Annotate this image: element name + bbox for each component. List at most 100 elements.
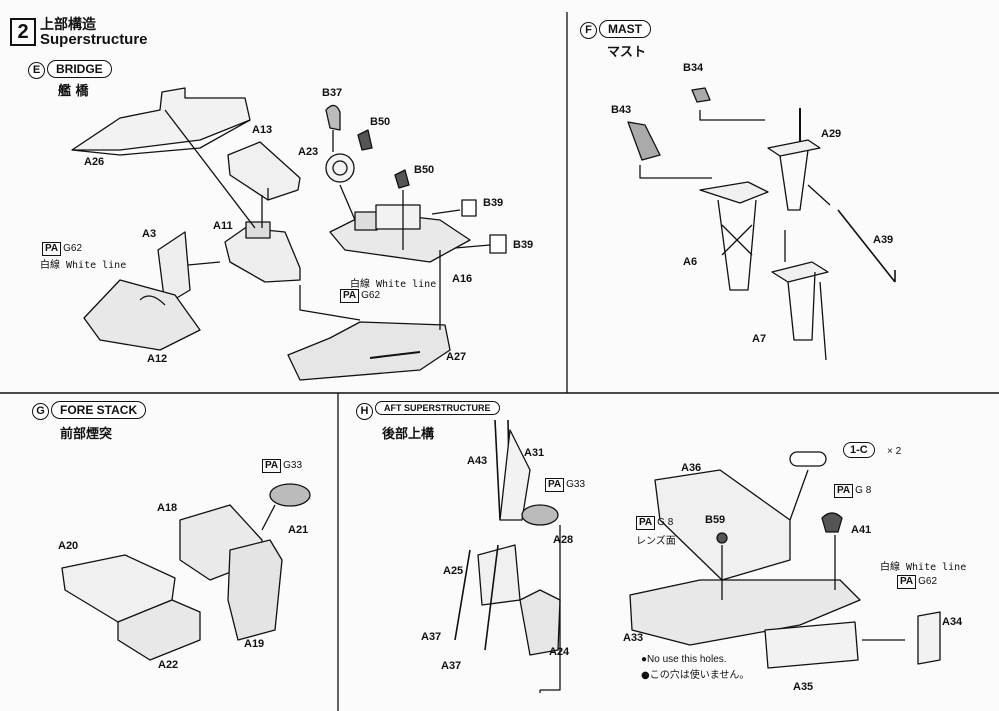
- part-label: A20: [58, 540, 79, 552]
- section-g-badge: G: [32, 403, 49, 420]
- part-label: A23: [298, 146, 319, 158]
- part-label: A43: [467, 455, 488, 467]
- part-b50b-shape: [394, 169, 410, 189]
- part-a25-shape: [477, 544, 521, 606]
- part-label: A13: [252, 124, 273, 136]
- callout-qty: × 2: [887, 446, 902, 457]
- part-label: A24: [549, 646, 570, 658]
- part-label: A39: [873, 234, 894, 246]
- section-g-title-jp: 前部煙突: [60, 427, 113, 442]
- part-label: A28: [553, 534, 574, 546]
- white-line-note: 白線 White line: [40, 260, 127, 271]
- part-1c-shape: [789, 451, 827, 467]
- part-a37-shape: [454, 544, 499, 651]
- part-label: A18: [157, 502, 178, 514]
- section-e-title-jp: 艦 橋: [58, 84, 89, 99]
- section-f-badge: F: [580, 22, 597, 39]
- part-label: B34: [683, 62, 704, 74]
- part-label: A29: [821, 128, 842, 140]
- part-a11-shape: [224, 221, 301, 283]
- part-label: A21: [288, 524, 309, 536]
- part-label: B50: [370, 116, 391, 128]
- part-b59-shape: [716, 532, 728, 544]
- part-label: A41: [851, 524, 872, 536]
- part-b39b-shape: [489, 234, 507, 254]
- part-a35-shape: [764, 621, 859, 669]
- part-label: A16: [452, 273, 473, 285]
- part-label: A26: [84, 156, 105, 168]
- lens-note: レンズ面: [636, 536, 676, 547]
- part-label: B39: [483, 197, 504, 209]
- part-b50-shape: [357, 129, 373, 151]
- section-h-title-jp: 後部上構: [382, 427, 435, 442]
- step-title-jp: 上部構造: [40, 17, 96, 33]
- note-en: ●No use this holes.: [641, 654, 727, 665]
- part-label: A37: [421, 631, 442, 643]
- part-label: B39: [513, 239, 534, 251]
- part-b43-shape: [627, 121, 661, 161]
- section-g-title: FORE STACK: [51, 401, 147, 419]
- part-label: A36: [681, 462, 702, 474]
- section-f-title: MAST: [599, 20, 651, 38]
- part-a26-shape: [71, 87, 251, 156]
- part-a24-shape: [519, 589, 561, 656]
- part-a27-shape: [287, 321, 451, 381]
- part-b37-shape: [325, 104, 341, 131]
- part-a23-shape: [325, 153, 355, 183]
- part-label: A19: [244, 638, 265, 650]
- part-a33-shape: [629, 579, 861, 646]
- callout-ref-badge: 1-C: [843, 442, 875, 458]
- part-label: A37: [441, 660, 462, 672]
- section-h-title: AFT SUPERSTRUCTURE: [375, 401, 500, 415]
- part-a21-shape: [269, 483, 311, 507]
- part-label: A12: [147, 353, 168, 365]
- part-label: A27: [446, 351, 467, 363]
- part-label: A22: [158, 659, 179, 671]
- section-h-badge: H: [356, 403, 373, 420]
- part-label: A31: [524, 447, 545, 459]
- part-a39-shape: [837, 209, 896, 283]
- part-a41-shape: [821, 512, 843, 533]
- part-a12-shape: [83, 279, 201, 351]
- part-label: A34: [942, 616, 963, 628]
- section-f-title-jp: マスト: [607, 45, 647, 60]
- white-line-note: 白線 White line: [350, 279, 437, 290]
- part-label: A11: [213, 220, 233, 232]
- part-label: A35: [793, 681, 814, 693]
- step-title-en: Superstructure: [40, 31, 148, 48]
- part-a7-shape: [771, 261, 829, 361]
- part-label: A6: [683, 256, 698, 268]
- part-label: B37: [322, 87, 343, 99]
- section-e-title: BRIDGE: [47, 60, 112, 78]
- part-label: A33: [623, 632, 644, 644]
- white-line-note: 白線 White line: [880, 562, 967, 573]
- part-a19-shape: [227, 539, 283, 641]
- step-number: 2: [10, 18, 36, 46]
- section-e-badge: E: [28, 62, 45, 79]
- part-a16-shape: [329, 204, 471, 263]
- part-label: B50: [414, 164, 435, 176]
- part-a13-shape: [227, 141, 301, 201]
- part-a31-shape: [499, 429, 531, 521]
- part-a6-shape: [699, 181, 769, 291]
- part-a36-shape: [654, 469, 791, 581]
- part-a22-shape: [117, 599, 201, 661]
- part-label: A3: [142, 228, 157, 240]
- part-label: A7: [752, 333, 767, 345]
- part-label: B43: [611, 104, 632, 116]
- part-label: B59: [705, 514, 726, 526]
- part-a3-shape: [157, 231, 191, 306]
- part-b34-shape: [691, 87, 711, 103]
- note-jp: ●この穴は使いません。: [641, 670, 750, 681]
- part-a28-shape: [521, 504, 559, 526]
- part-a29-shape: [767, 108, 821, 211]
